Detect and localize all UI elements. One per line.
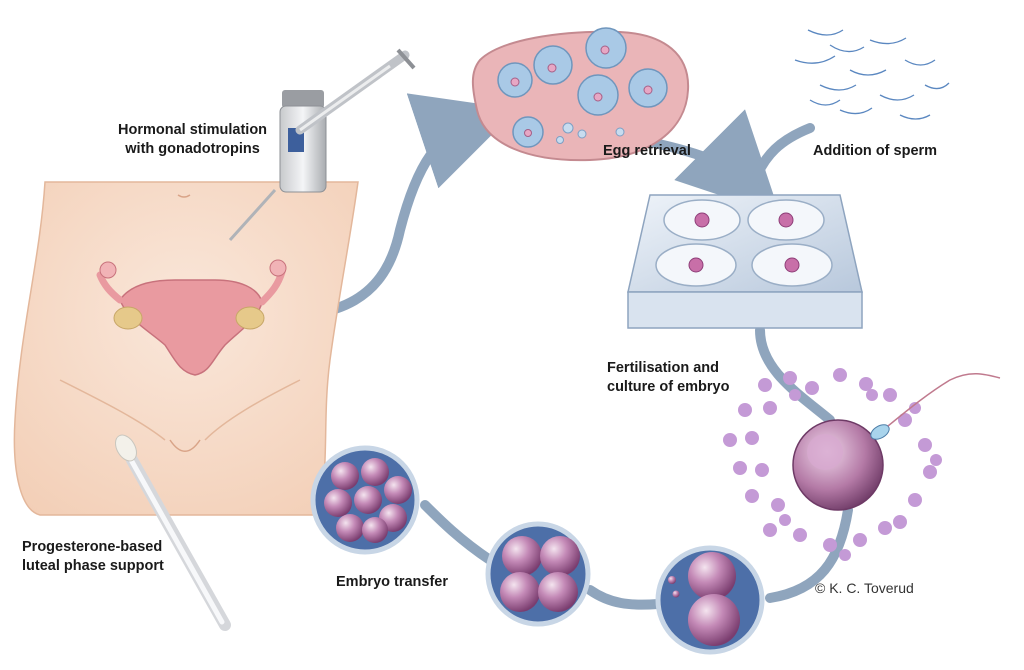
arrow-egg-to-embryo [765, 505, 853, 603]
sperm-cluster [794, 29, 950, 120]
label-progesterone: Progesterone-based luteal phase support [22, 539, 164, 574]
label-fertilisation: Fertilisation and culture of embryo [607, 360, 730, 395]
embryo-4cell [485, 521, 591, 627]
arrow-sperm-to-dish [750, 123, 815, 185]
embryo-morula [310, 445, 420, 555]
vial-and-syringe [228, 48, 416, 242]
fertilised-egg [723, 368, 1001, 561]
arrow-egg-retrieval-to-dish [635, 109, 781, 216]
uterus-ovaries [96, 259, 287, 376]
cumulus-cells [723, 368, 942, 561]
egg-retrieval-tissue [471, 27, 690, 162]
sperm-cell [870, 373, 1001, 440]
embryo-2cell [655, 545, 765, 655]
label-egg-retrieval: Egg retrieval [603, 143, 691, 159]
copyright-credit: © K. C. Toverud [815, 580, 914, 596]
label-embryo-transfer: Embryo transfer [336, 574, 449, 590]
label-addition-of-sperm: Addition of sperm [813, 143, 938, 159]
label-hormonal-stimulation: Hormonal stimulation with gonadotropins [118, 122, 268, 157]
flow-arrows [138, 93, 853, 610]
arrow-embryo-4cell-to-2cell [585, 585, 663, 610]
progesterone-applicator [115, 434, 231, 631]
culture-dish-plate [627, 194, 863, 329]
arrow-embryo-2cell-to-morula [420, 500, 495, 565]
